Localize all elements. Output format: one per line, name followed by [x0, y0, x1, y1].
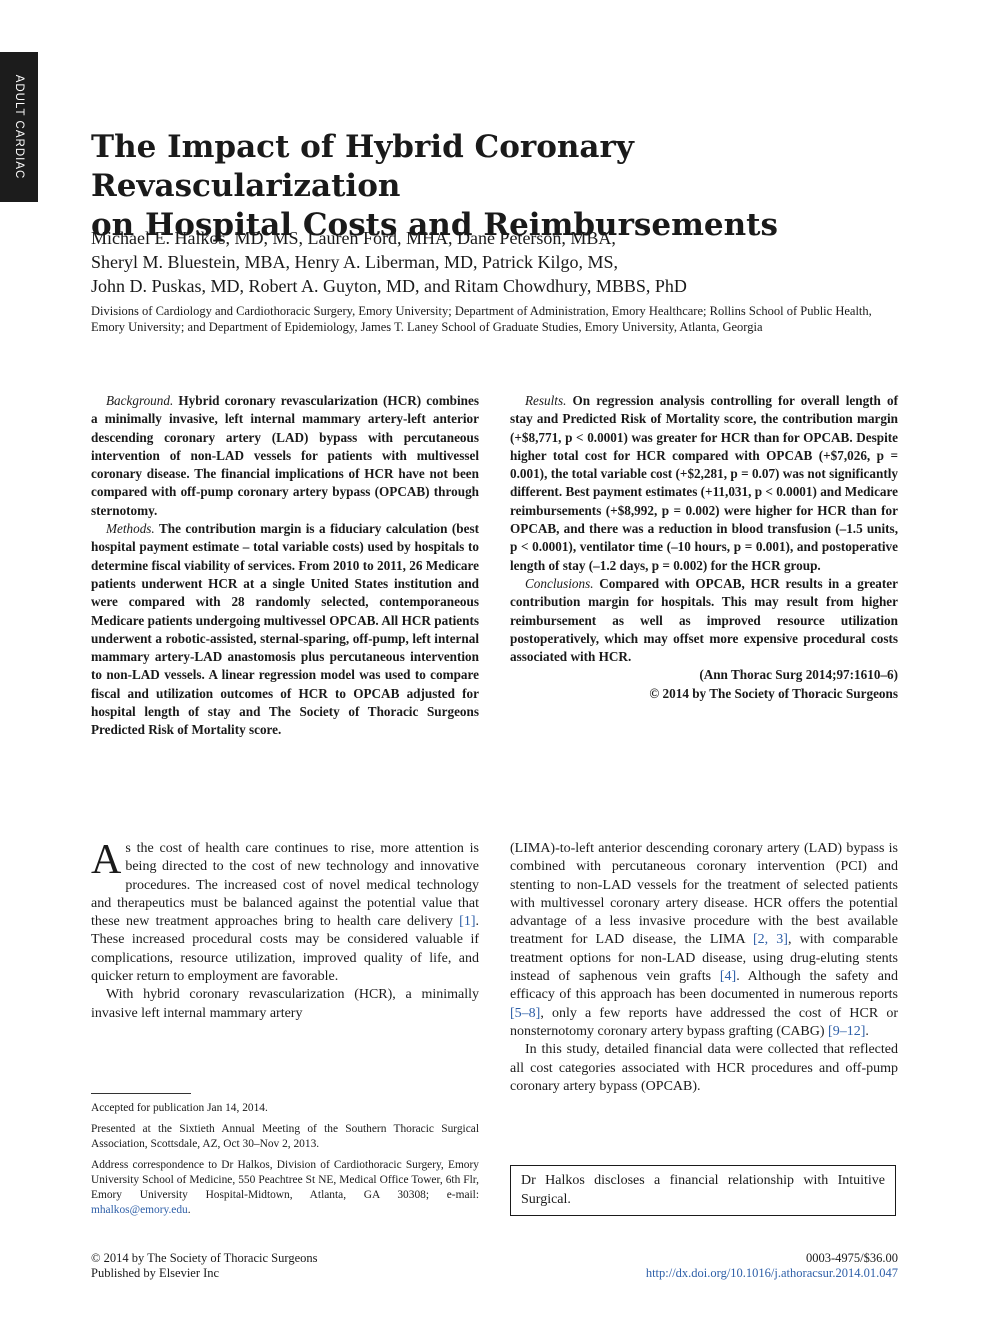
body-paragraph-2: With hybrid coronary revascularization (…	[91, 987, 479, 1021]
title-line-2: on Hospital Costs and Reimbursements	[91, 207, 778, 243]
body-paragraph-3: (LIMA)-to-left anterior descending coron…	[510, 840, 898, 1041]
reference-link[interactable]: [2, 3]	[752, 932, 788, 948]
title-line-1: The Impact of Hybrid Coronary Revascular…	[91, 129, 634, 204]
body-text: (LIMA)-to-left anterior descending coron…	[510, 841, 898, 948]
abstract-right-column: Results. On regression analysis controll…	[510, 392, 898, 703]
conclusions-label: Conclusions.	[525, 575, 594, 591]
footer-issn: 0003-4975/$36.00	[805, 1251, 898, 1265]
footnote-presented: Presented at the Sixtieth Annual Meeting…	[91, 1123, 479, 1150]
author-line: John D. Puskas, MD, Robert A. Guyton, MD…	[91, 276, 687, 296]
footer-publisher: Published by Elsevier Inc	[91, 1266, 220, 1280]
author-line: Michael E. Halkos, MD, MS, Lauren Ford, …	[91, 228, 616, 248]
methods-text: The contribution margin is a fiduciary c…	[91, 521, 479, 738]
body-text: s the cost of health care continues to r…	[91, 841, 479, 930]
address-end: .	[187, 1204, 191, 1216]
reference-link[interactable]: [5–8]	[510, 1005, 541, 1021]
abstract-conclusions: Conclusions. Compared with OPCAB, HCR re…	[510, 575, 898, 666]
background-label: Background.	[106, 393, 174, 408]
footnotes: Accepted for publication Jan 14, 2014. P…	[91, 1101, 479, 1224]
affiliations: Divisions of Cardiology and Cardiothorac…	[91, 304, 872, 334]
address-text: Address correspondence to Dr Halkos, Div…	[91, 1159, 479, 1201]
body-text: . These increased procedural costs may b…	[91, 914, 479, 985]
drop-cap: A	[91, 837, 122, 883]
abstract-methods: Methods. The contribution margin is a fi…	[91, 520, 479, 740]
author-list: Michael E. Halkos, MD, MS, Lauren Ford, …	[91, 226, 911, 298]
abstract-copyright: © 2014 by The Society of Thoracic Surgeo…	[649, 685, 898, 701]
section-tab: ADULT CARDIAC	[0, 52, 38, 202]
body-paragraph-4: In this study, detailed financial data w…	[510, 1042, 898, 1094]
abstract-results: Results. On regression analysis controll…	[510, 392, 898, 575]
abstract-citation: (Ann Thorac Surg 2014;97:1610–6) © 2014 …	[510, 666, 898, 703]
reference-link[interactable]: [9–12]	[828, 1023, 866, 1039]
methods-label: Methods.	[106, 521, 155, 537]
background-text: Hybrid coronary revascularization (HCR) …	[91, 393, 480, 518]
footer-left: © 2014 by The Society of Thoracic Surgeo…	[91, 1251, 491, 1281]
results-text: On regression analysis controlling for o…	[510, 393, 899, 573]
reference-link[interactable]: [1]	[459, 914, 476, 930]
conclusions-text: Compared with OPCAB, HCR results in a gr…	[510, 575, 898, 665]
footer-copyright: © 2014 by The Society of Thoracic Surgeo…	[91, 1251, 318, 1265]
results-label: Results.	[525, 393, 567, 408]
body-text: . Although the safety and efficacy of th…	[510, 969, 898, 1003]
body-right-column: (LIMA)-to-left anterior descending coron…	[510, 840, 898, 1096]
footnote-accepted: Accepted for publication Jan 14, 2014.	[91, 1102, 268, 1114]
reference-link[interactable]: [4]	[719, 969, 737, 985]
body-text: , with comparable treatment options for …	[510, 932, 899, 985]
section-tab-label: ADULT CARDIAC	[13, 74, 25, 180]
footer-right: 0003-4975/$36.00 http://dx.doi.org/10.10…	[510, 1251, 898, 1281]
disclosure-box: Dr Halkos discloses a financial relation…	[510, 1165, 896, 1216]
body-text: .	[865, 1023, 869, 1039]
author-line: Sheryl M. Bluestein, MBA, Henry A. Liber…	[91, 252, 618, 272]
abstract-background: Background. Hybrid coronary revasculariz…	[91, 392, 479, 520]
citation-text: (Ann Thorac Surg 2014;97:1610–6)	[699, 667, 898, 683]
body-text: , only a few reports have addressed the …	[510, 1005, 898, 1039]
abstract-left-column: Background. Hybrid coronary revasculariz…	[91, 392, 479, 740]
footnote-address: Address correspondence to Dr Halkos, Div…	[91, 1158, 479, 1218]
footnote-divider	[91, 1093, 191, 1094]
article-title: The Impact of Hybrid Coronary Revascular…	[91, 128, 911, 245]
doi-link[interactable]: http://dx.doi.org/10.1016/j.athoracsur.2…	[645, 1266, 898, 1280]
email-link[interactable]: mhalkos@emory.edu	[91, 1204, 188, 1216]
